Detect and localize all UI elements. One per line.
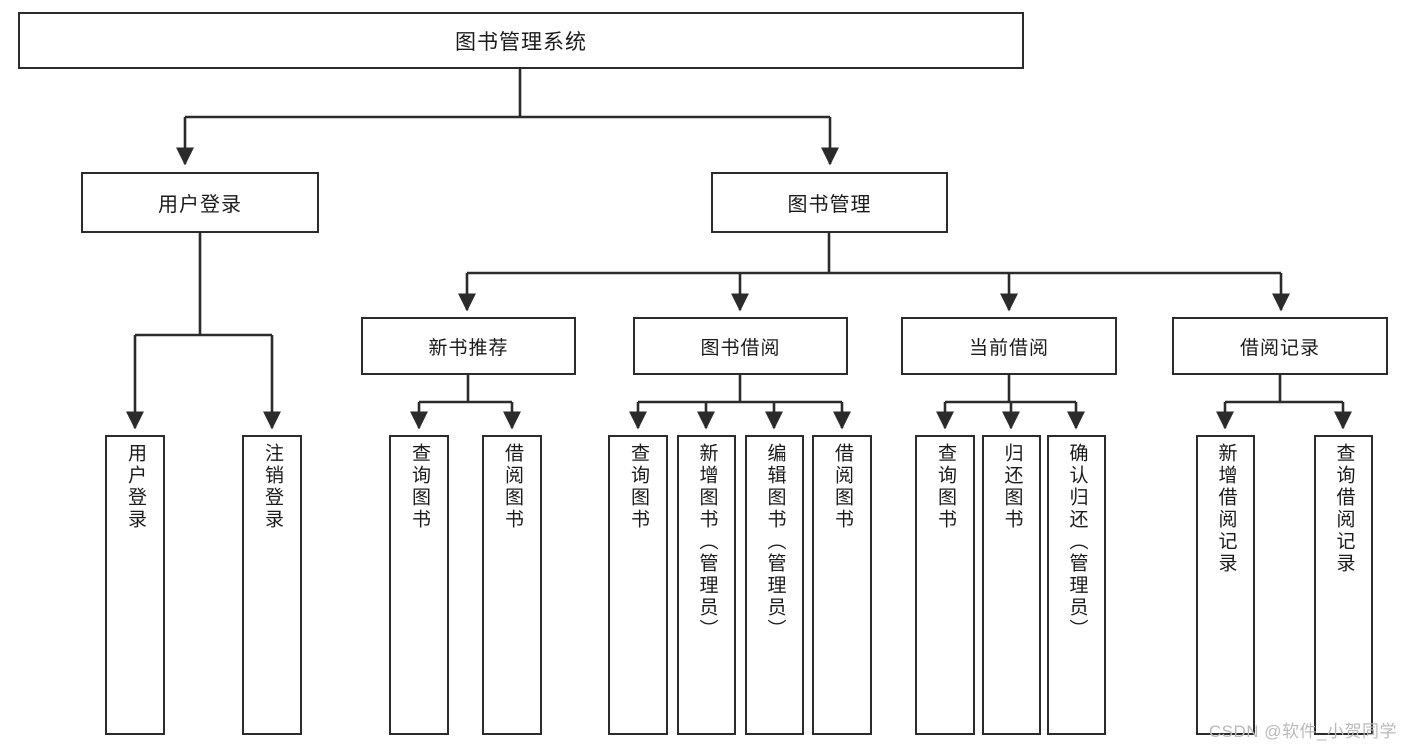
leaf-label: 查询图书	[934, 443, 956, 531]
node-book-borrowing[interactable]: 图书借阅	[633, 317, 848, 375]
node-label: 图书管理	[787, 194, 872, 216]
node-new-book-recommendation[interactable]: 新书推荐	[361, 317, 576, 375]
leaf-query-book-current[interactable]: 查询图书	[915, 435, 975, 735]
leaf-borrow-book[interactable]: 借阅图书	[812, 435, 872, 735]
node-label: 新书推荐	[428, 337, 509, 359]
node-user-login[interactable]: 用户登录	[81, 172, 319, 233]
node-book-management[interactable]: 图书管理	[711, 172, 948, 233]
leaf-label: 新增借阅记录	[1215, 443, 1237, 575]
node-label: 用户登录	[158, 194, 242, 216]
leaf-borrow-book-recommend[interactable]: 借阅图书	[482, 435, 542, 735]
leaf-add-book-admin[interactable]: 新增图书（管理员）	[677, 435, 736, 735]
leaf-logout[interactable]: 注销登录	[242, 435, 302, 735]
node-label: 当前借阅	[968, 337, 1049, 359]
leaf-edit-book-admin[interactable]: 编辑图书（管理员）	[745, 435, 804, 735]
leaf-query-book-borrow[interactable]: 查询图书	[608, 435, 668, 735]
leaf-label: 查询图书	[627, 443, 649, 531]
leaf-label: 注销登录	[261, 443, 283, 531]
leaf-add-borrow-record[interactable]: 新增借阅记录	[1196, 435, 1255, 735]
leaf-label: 新增图书（管理员）	[696, 443, 718, 641]
node-label: 借阅记录	[1239, 337, 1320, 359]
leaf-label: 借阅图书	[831, 443, 853, 531]
leaf-user-login[interactable]: 用户登录	[105, 435, 165, 735]
node-label: 图书管理系统	[455, 30, 587, 54]
node-label: 图书借阅	[700, 337, 781, 359]
leaf-confirm-return-admin[interactable]: 确认归还（管理员）	[1047, 435, 1106, 735]
leaf-query-book-recommend[interactable]: 查询图书	[389, 435, 449, 735]
node-borrowing-record[interactable]: 借阅记录	[1172, 317, 1388, 375]
leaf-query-borrow-record[interactable]: 查询借阅记录	[1314, 435, 1373, 735]
leaf-label: 查询图书	[408, 443, 430, 531]
leaf-label: 用户登录	[124, 443, 146, 531]
leaf-label: 归还图书	[1001, 443, 1023, 531]
node-current-borrowing[interactable]: 当前借阅	[901, 317, 1117, 375]
leaf-label: 编辑图书（管理员）	[764, 443, 786, 641]
leaf-label: 借阅图书	[501, 443, 523, 531]
node-root-book-management-system[interactable]: 图书管理系统	[18, 12, 1024, 69]
leaf-label: 查询借阅记录	[1333, 443, 1355, 575]
leaf-return-book[interactable]: 归还图书	[982, 435, 1041, 735]
leaf-label: 确认归还（管理员）	[1066, 443, 1088, 641]
